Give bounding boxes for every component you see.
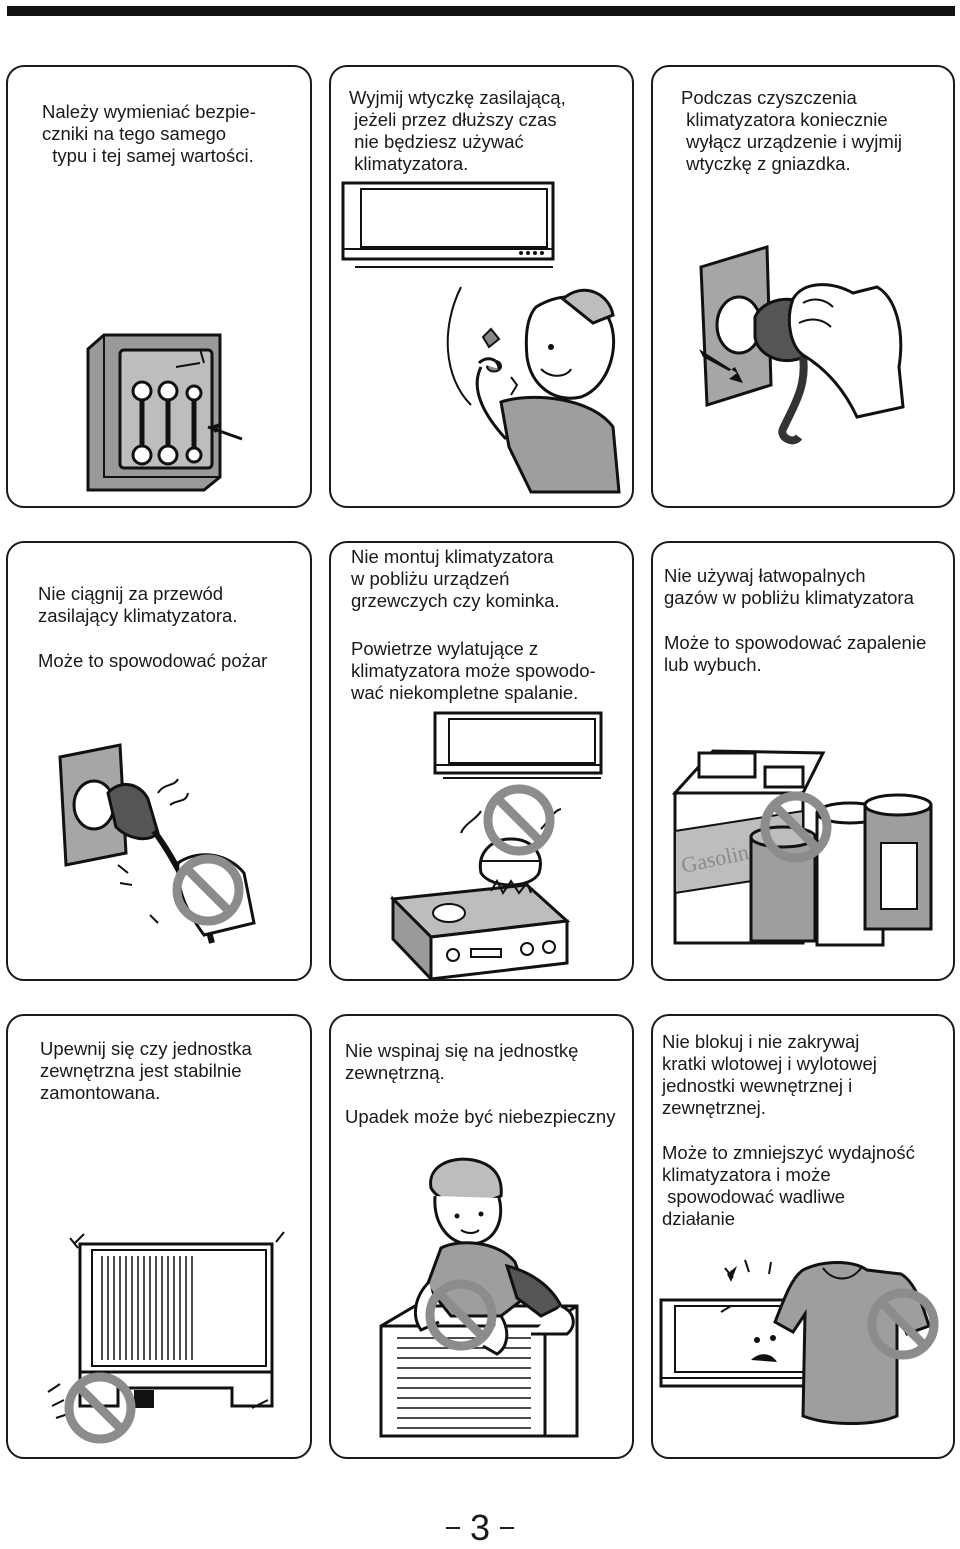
top-rule [7,6,955,16]
shirt-icon [773,1261,931,1425]
wall-socket-icon [58,743,215,944]
card-text: Wyjmij wtyczkę zasilającą, jeżeli przez … [349,87,566,174]
card-heater: Nie montuj klimatyzatora w pobliżu urząd… [329,541,634,981]
card-fuses: Należy wymieniać bezpie- czniki na tego … [6,65,312,508]
page-number-value: 3 [469,1507,491,1548]
card-text: Nie blokuj i nie zakrywaj kratki wlotowe… [662,1031,877,1118]
card-text: Nie ciągnij za przewód zasilający klimat… [38,583,238,626]
air-conditioner-icon [341,181,555,268]
page-number: 3 [430,1508,530,1548]
outdoor-unit-icon [47,1231,285,1419]
card-text: Podczas czyszczenia klimatyzatora koniec… [681,87,903,174]
fuel-can-icon: Gasoline [671,749,933,947]
prohibited-icon [483,784,555,856]
fuse-box-icon [86,333,243,492]
card-text: Upewnij się czy jednostka zewnętrzna jes… [40,1038,252,1103]
card-text: Należy wymieniać bezpie- czniki na tego … [42,101,256,166]
card-no-climbing: Nie wspinaj się na jednostkę zewnętrzną.… [329,1014,634,1459]
card-text: Nie wspinaj się na jednostkę zewnętrzną. [345,1040,579,1083]
prohibited-icon [172,854,244,926]
prohibited-icon [64,1372,136,1444]
card-flammable-gas: Nie używaj łatwopalnych gazów w pobliżu … [651,541,955,981]
hand-icon [176,853,256,937]
wall-socket-icon [699,244,773,408]
card-unplug-long-absence: Wyjmij wtyczkę zasilającą, jeżeli przez … [329,65,634,508]
card-text: Nie montuj klimatyzatora w pobliżu urząd… [351,546,560,611]
prohibited-icon [425,1279,497,1351]
card-text: Nie używaj łatwopalnych gazów w pobliżu … [664,565,914,608]
card-cable-pull: Nie ciągnij za przewód zasilający klimat… [6,541,312,981]
hand-icon [787,283,905,419]
card-text-2: Może to spowodować zapalenie lub wybuch. [664,632,927,675]
stove-icon [389,808,571,979]
card-no-blocking: Nie blokuj i nie zakrywaj kratki wlotowe… [651,1014,955,1459]
person-icon [446,286,621,494]
card-text-2: Może to spowodować pożar [38,650,268,671]
card-outdoor-stability: Upewnij się czy jednostka zewnętrzna jes… [6,1014,312,1459]
card-cleaning: Podczas czyszczenia klimatyzatora koniec… [651,65,955,508]
prohibited-icon [867,1288,939,1360]
card-text-2: Może to zmniejszyć wydajność klimatyzato… [662,1142,915,1229]
page-number-dash-right [500,1527,515,1529]
page-number-dash-left [445,1527,460,1529]
climbing-child-icon [413,1157,575,1356]
card-text-2: Powietrze wylatujące z klimatyzatora moż… [351,638,596,703]
air-conditioner-icon [433,711,603,779]
card-text-2: Upadek może być niebezpieczny [345,1106,616,1127]
prohibited-icon [760,791,832,863]
